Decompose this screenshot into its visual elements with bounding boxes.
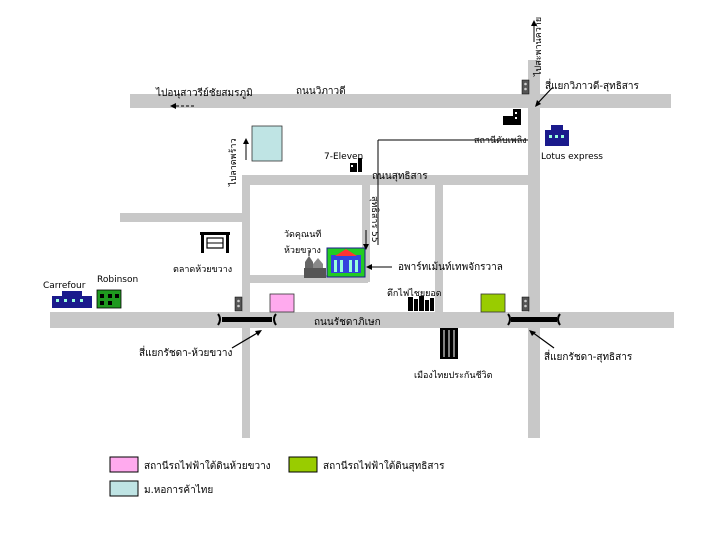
traffic-light-icon <box>521 296 530 312</box>
arrow-icon <box>231 330 262 349</box>
legend-swatch-sutthisan <box>288 456 318 473</box>
huai-khwang-station-block <box>269 293 295 313</box>
label-to-saphan-khwai: ไปสะพานควาย <box>533 17 544 77</box>
legend-label-utcc: ม.หอการค้าไทย <box>144 484 213 496</box>
arrow-icon <box>366 264 392 270</box>
legend-swatch-huai-khwang <box>109 456 139 473</box>
label-muang-thai-life: เมืองไทยประกันชีวิต <box>414 370 493 381</box>
arrow-icon <box>535 87 553 107</box>
traffic-light-icon <box>234 296 243 312</box>
office-building-icon <box>408 296 434 311</box>
label-huai-khwang-market: ตลาดห้วยขวาง <box>173 264 232 275</box>
road-west-branch <box>120 213 246 222</box>
apartment-icon <box>326 247 366 278</box>
label-robinson: Robinson <box>97 275 138 285</box>
label-intersection-vibhavadi-sutthisan: สี่แยกวิภาวดี-สุทธิสาร <box>545 78 640 92</box>
label-intersection-ratchada-huai-khwang: สี่แยกรัชดา-ห้วยขวาง <box>139 345 232 359</box>
road-vertical-east <box>528 60 540 438</box>
label-wat-khunnon: วัดคุณนที <box>284 229 321 240</box>
utcc-block <box>251 125 283 162</box>
label-wat-khunnon-sub: ห้วยขวาง <box>284 245 321 256</box>
arrow-icon <box>531 20 537 42</box>
label-carrefour: Carrefour <box>43 281 86 291</box>
temple-icon <box>304 250 326 278</box>
arrow-icon <box>170 103 194 109</box>
road-small-horizontal <box>246 275 368 283</box>
label-soi-sutthisan-55: สุทธิสาร 55 <box>369 196 380 243</box>
label-to-lat-phrao: ไปลาดพร้าว <box>228 138 239 187</box>
legend-label-sutthisan: สถานีรถไฟฟ้าใต้ดินสุทธิสาร <box>323 460 445 472</box>
market-icon <box>200 232 230 253</box>
label-to-victory-monument: ไปอนุสาวรีย์ชัยสมรภูมิ <box>155 87 253 99</box>
label-intersection-ratchada-sutthisan: สี่แยกรัชดา-สุทธิสาร <box>544 349 633 363</box>
label-lotus-express: Lotus express <box>541 152 603 162</box>
label-apartment: อพาร์ทเม้นท์เทพจักรวาล <box>398 261 503 273</box>
arrow-icon <box>529 330 555 349</box>
road-vertical-middle <box>435 182 443 314</box>
label-fire-station: สถานีดับเพลิง <box>474 135 527 146</box>
lotus-express-icon <box>545 125 569 146</box>
overpass-sutthisan <box>507 313 561 326</box>
traffic-light-icon <box>521 79 530 95</box>
legend-swatch-utcc <box>109 480 139 497</box>
fire-station-icon <box>503 109 521 125</box>
arrow-icon <box>363 230 369 250</box>
tower-icon <box>440 328 458 359</box>
legend-label-huai-khwang: สถานีรถไฟฟ้าใต้ดินห้วยขวาง <box>144 460 271 472</box>
overpass-huai-khwang <box>217 313 277 326</box>
legend: สถานีรถไฟฟ้าใต้ดินห้วยขวาง สถานีรถไฟฟ้าใ… <box>109 456 445 497</box>
seven-eleven-icon <box>350 158 362 172</box>
label-road-sutthisan: ถนนสุทธิสาร <box>372 171 428 182</box>
road-ratchadaphisek <box>50 312 674 328</box>
label-road-vibhavadi: ถนนวิภาวดี <box>296 85 346 97</box>
label-road-ratchadaphisek: ถนนรัชดาภิเษก <box>314 317 381 328</box>
road-sutthisan <box>242 175 532 185</box>
label-seven-eleven: 7-Eleven <box>324 152 363 162</box>
road-vertical-west <box>242 175 250 438</box>
label-fai-chai-building: ตึกไฟไชยยอด <box>387 288 442 299</box>
arrow-icon <box>243 138 249 160</box>
carrefour-icon <box>52 291 92 308</box>
robinson-icon <box>96 289 122 309</box>
sutthisan-station-block <box>480 293 506 313</box>
